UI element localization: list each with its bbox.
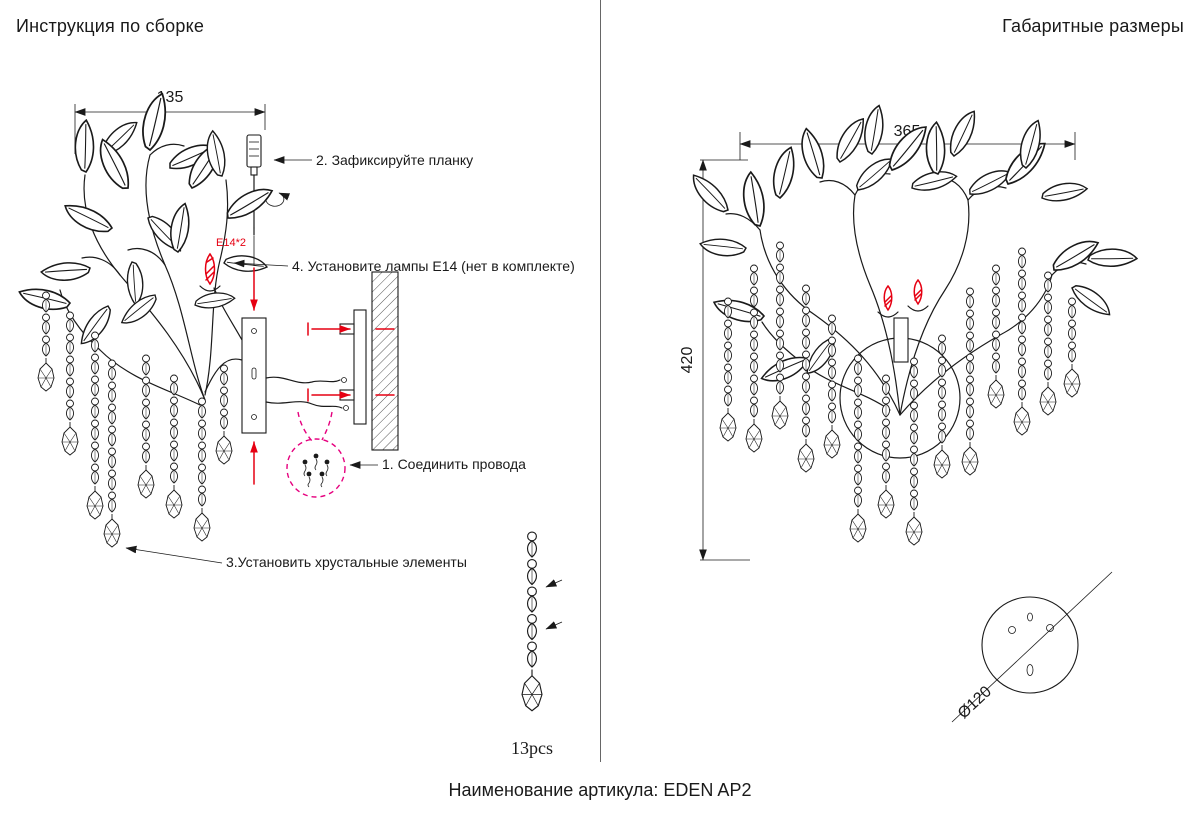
crystal-strands-left (38, 292, 232, 547)
crystal-strands-right (720, 242, 1080, 545)
svg-text:4. Установите лампы Е14 (нет в: 4. Установите лампы Е14 (нет в комплекте… (292, 258, 575, 274)
wall-section (307, 271, 399, 451)
bulb-socket: E14*2 (199, 237, 246, 292)
wires (265, 376, 349, 442)
step1-label: 1. Соединить провода (349, 456, 526, 472)
step3-label: 3.Установить хрустальные элементы (125, 545, 467, 570)
wire-connectors-icon (302, 453, 330, 488)
svg-text:2. Зафиксируйте планку: 2. Зафиксируйте планку (316, 152, 473, 168)
crystal-count-label: 13pcs (511, 738, 553, 758)
bulb-label: E14*2 (216, 237, 246, 249)
lamp-body (839, 278, 961, 459)
bulb-e14-icon (204, 252, 216, 286)
screw-top-icon (307, 322, 395, 336)
screwdriver-icon (246, 134, 262, 236)
rotation-arrow-icon (265, 192, 291, 207)
dimensions-diagram: 365 420 (679, 104, 1138, 723)
article-name: Наименование артикула: EDEN AP2 (448, 780, 752, 800)
bulb-e14-right-icon (913, 278, 923, 306)
dim-420-label: 420 (679, 347, 696, 374)
screw-bottom-icon (307, 388, 395, 402)
svg-text:3.Установить хрустальные элеме: 3.Установить хрустальные элементы (226, 554, 467, 570)
mounting-plate (241, 236, 267, 485)
svg-text:1. Соединить провода: 1. Соединить провода (382, 456, 526, 472)
wire-connector-circle (286, 438, 346, 498)
right-panel-title: Габаритные размеры (1002, 16, 1184, 36)
panel-divider (600, 0, 601, 762)
left-panel-title: Инструкция по сборке (16, 16, 205, 36)
backplate: Ø120 (951, 571, 1113, 723)
bulb-e14-left-icon (883, 284, 893, 312)
spare-crystal-strand: 13pcs (511, 532, 563, 758)
step4-label: 4. Установите лампы Е14 (нет в комплекте… (233, 258, 575, 274)
assembly-diagram: 135 2. Зафиксируйте планку (18, 89, 575, 758)
dimension-height-420: 420 (679, 159, 750, 561)
plate-diameter-label: Ø120 (955, 683, 995, 722)
step2-label: 2. Зафиксируйте планку (273, 152, 473, 168)
